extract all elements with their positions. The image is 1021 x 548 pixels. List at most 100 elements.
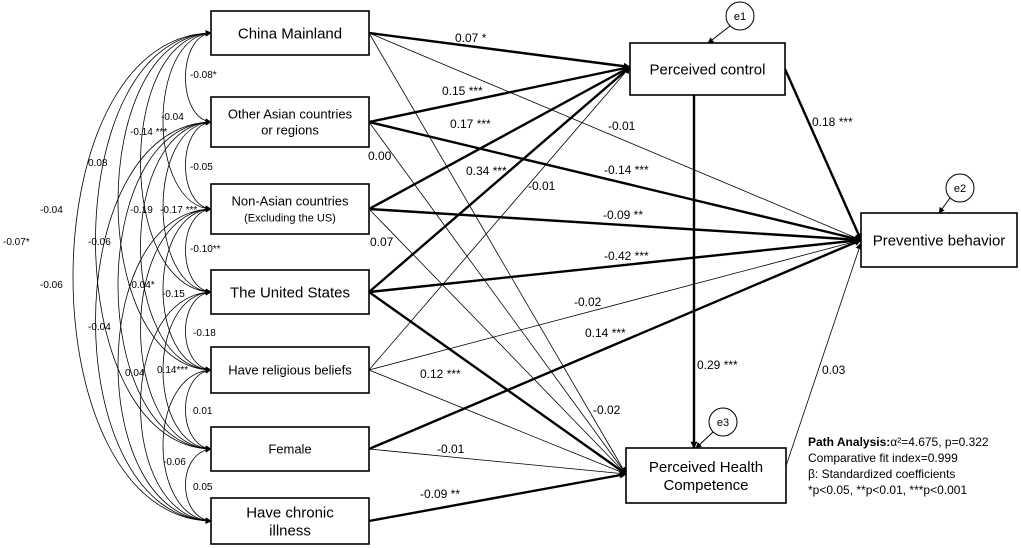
corr-label-china-us: -0.14 *** — [130, 127, 167, 138]
node-label-asian-1: or regions — [261, 123, 319, 138]
path-asian-prevent — [368, 120, 862, 242]
error-terms: e1 e2 e3 — [695, 1, 975, 449]
corr-religion-female — [185, 367, 212, 452]
coef-religion-prevent: -0.02 — [574, 295, 602, 309]
path-asian-health — [368, 121, 627, 475]
error-e3: e3 — [695, 407, 738, 449]
error-circle-e1 — [725, 1, 755, 31]
corr-label-us-female: 0.14*** — [157, 365, 188, 376]
path-nonasian-control — [368, 65, 631, 211]
node-label-chronic-1: illness — [269, 522, 311, 539]
correlation-arcs — [72, 30, 212, 524]
significance-line: *p<0.05, **p<0.01, ***p<0.001 — [808, 483, 968, 497]
coef-nonasian-prevent: -0.09 ** — [603, 208, 643, 222]
path-us-health — [368, 291, 627, 475]
error-arrow-e2 — [938, 197, 951, 214]
corr-us-religion — [185, 289, 212, 373]
node-box-us — [210, 269, 370, 315]
fit-heading: Path Analysis: — [808, 435, 891, 449]
node-box-religion — [210, 346, 370, 394]
coef-us-prevent: -0.42 *** — [604, 249, 649, 263]
coef-female-health: -0.01 — [437, 442, 465, 456]
coef-control-prevent: 0.18 *** — [812, 115, 853, 129]
node-box-china — [210, 10, 370, 56]
corr-label-china-nonasian: -0.04 — [161, 112, 184, 123]
path-control-prevent — [783, 68, 863, 241]
coef-religion-health: -0.02 — [593, 403, 621, 417]
path-health-prevent — [785, 242, 863, 467]
path-asian-control — [368, 64, 631, 124]
corr-label-china-chronic: -0.07* — [3, 237, 30, 248]
corr-label-asian-female: -0.06 — [88, 237, 111, 248]
corr-asian-us — [162, 119, 212, 295]
coef-health-prevent: 0.03 — [822, 363, 846, 377]
path-female-health — [368, 448, 627, 477]
corr-label-china-asian: -0.08* — [190, 70, 217, 81]
node-prevent: Preventive behavior — [860, 212, 1018, 268]
fit-stats: α²=4.675, p=0.322 — [890, 435, 989, 449]
corr-label-religion-female: 0.01 — [193, 406, 213, 417]
node-box-control — [629, 42, 786, 96]
error-label-e1: e1 — [734, 11, 746, 23]
fit-line: Path Analysis:α²=4.675, p=0.322 — [808, 434, 989, 450]
node-label-female-0: Female — [268, 442, 311, 457]
node-box-prevent — [860, 212, 1018, 268]
corr-us-chronic — [140, 289, 212, 524]
corr-label-asian-us: -0.17 *** — [160, 205, 197, 216]
corr-us-female — [162, 289, 212, 452]
path-arrows — [368, 31, 863, 523]
coef-religion-control: -0.01 — [528, 179, 556, 193]
corr-female-chronic — [185, 446, 212, 524]
corr-asian-nonasian — [185, 119, 212, 212]
coef-china-health: 0.00 — [368, 149, 392, 163]
fit-notes: Path Analysis:α²=4.675, p=0.322 Comparat… — [808, 434, 989, 498]
node-box-chronic — [210, 497, 370, 545]
error-circle-e2 — [945, 173, 975, 203]
corr-label-religion-chronic: -0.06 — [163, 457, 186, 468]
node-label-china-0: China Mainland — [238, 25, 342, 42]
coef-chronic-health: -0.09 ** — [420, 487, 460, 501]
node-female: Female — [210, 426, 370, 472]
coef-china-control: 0.07 * — [455, 31, 487, 45]
coef-nonasian-health: 0.07 — [370, 235, 394, 249]
corr-china-female — [95, 30, 212, 452]
node-religion: Have religious beliefs — [210, 346, 370, 394]
corr-nonasian-us — [185, 206, 212, 295]
node-label-chronic-0: Have chronic — [246, 504, 334, 521]
corr-label-nonasian-us: -0.10** — [190, 244, 221, 255]
corr-asian-chronic — [95, 119, 212, 524]
node-box-female — [210, 426, 370, 472]
corr-china-chronic — [72, 30, 212, 524]
corr-label-asian-nonasian: -0.05 — [190, 162, 213, 173]
node-label-asian-0: Other Asian countries — [228, 107, 353, 122]
path-religion-health — [368, 369, 627, 475]
path-chronic-health — [368, 471, 627, 523]
node-label-nonasian-1: (Excluding the US) — [244, 213, 336, 225]
corr-religion-chronic — [162, 367, 212, 524]
coef-nonasian-control: 0.17 *** — [450, 117, 491, 131]
error-label-e2: e2 — [954, 183, 966, 195]
error-arrow-e1 — [707, 25, 731, 44]
error-arrow-e3 — [695, 431, 714, 449]
error-circle-e3 — [708, 407, 738, 437]
corr-label-nonasian-chronic: -0.04 — [88, 322, 111, 333]
coef-us-control: 0.34 *** — [466, 164, 507, 178]
corr-label-us-chronic: 0.04 — [125, 368, 145, 379]
node-us: The United States — [210, 269, 370, 315]
corr-label-china-female: -0.04 — [40, 205, 63, 216]
coef-china-prevent: -0.01 — [608, 119, 636, 133]
coefficient-labels: 0.07 *-0.010.000.15 ***-0.14 ***0.17 ***… — [3, 31, 853, 501]
error-label-e3: e3 — [717, 417, 729, 429]
path-china-health — [368, 32, 627, 475]
path-us-control — [368, 66, 631, 293]
path-china-prevent — [368, 32, 862, 241]
corr-china-asian — [185, 30, 212, 125]
corr-china-us — [140, 30, 212, 295]
error-e1: e1 — [707, 1, 755, 44]
node-label-us-0: The United States — [230, 284, 350, 301]
coef-female-prevent: 0.14 *** — [585, 326, 626, 340]
path-nonasian-health — [368, 208, 627, 475]
path-us-prevent — [368, 237, 862, 294]
